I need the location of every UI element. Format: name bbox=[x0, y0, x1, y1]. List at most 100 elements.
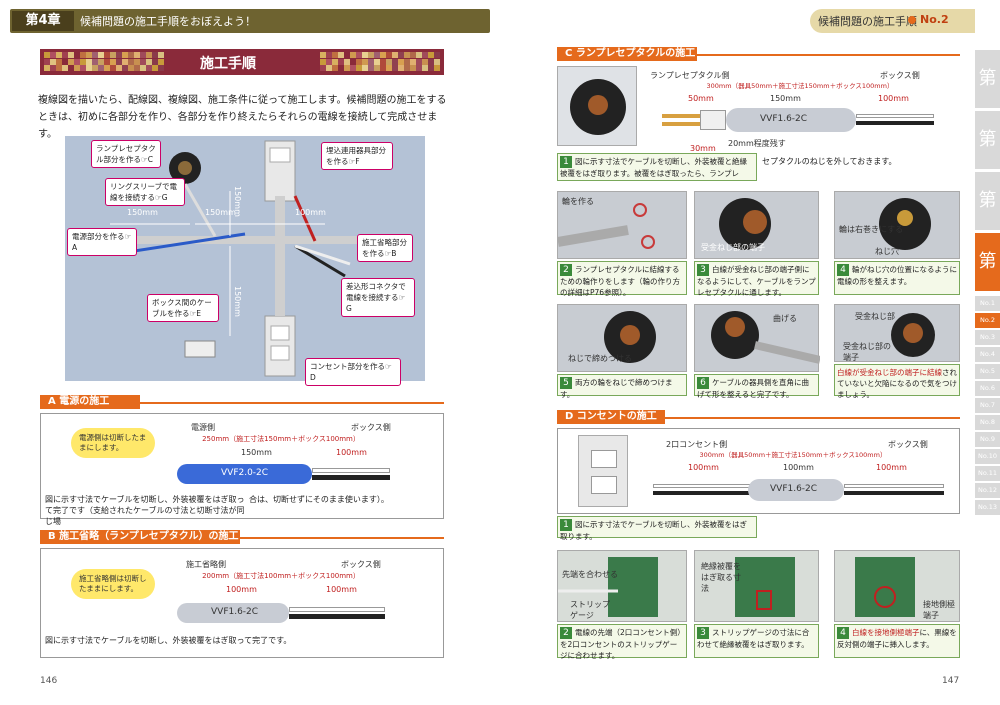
tab-no-7[interactable]: No.7 bbox=[975, 398, 1000, 413]
step3-label: 受金ねじ部の端子 bbox=[701, 243, 765, 252]
section-d-right-label: ボックス側 bbox=[888, 440, 928, 449]
section-b-rule bbox=[240, 537, 444, 539]
section-c-cable-sheath bbox=[726, 108, 856, 132]
page-number-right: 147 bbox=[942, 676, 960, 686]
section-d-cable-label: VVF1.6-2C bbox=[770, 484, 818, 494]
step4-label-2: ねじ穴 bbox=[875, 247, 899, 256]
section-d-step-4b-text: に、黒線を反対側の端子に挿入します。 bbox=[837, 628, 957, 649]
section-a-caption-1: 図に示す寸法でケーブルを切断し、外装被覆をはぎ取って完了です（支給されたケーブル… bbox=[45, 495, 245, 526]
step6-label: 曲げる bbox=[773, 314, 797, 323]
section-number: No.2 bbox=[920, 13, 949, 26]
section-a-wire-black bbox=[312, 475, 390, 480]
step7-label-2: 受金ねじ部の端子 bbox=[843, 342, 891, 362]
section-c-step-4-text: 輪がねじ穴の位置になるように電線の形を整えます。 bbox=[837, 265, 957, 286]
d-step-number-4: 4 bbox=[837, 627, 849, 639]
tab-no-6[interactable]: No.6 bbox=[975, 381, 1000, 396]
section-b-title: B 施工省略（ランプレセプタクル）の施工 bbox=[40, 530, 240, 544]
section-c-copper-2 bbox=[662, 122, 702, 126]
section-b-seg2: 100mm bbox=[326, 585, 357, 594]
tab-no-2[interactable]: No.2 bbox=[975, 313, 1000, 328]
bullet-icon bbox=[908, 16, 916, 24]
mosaic-decoration bbox=[44, 52, 164, 72]
section-a-cable-sheath bbox=[177, 464, 312, 484]
tab-chapter-2[interactable]: 第2章 bbox=[975, 111, 1000, 266]
section-header-bar bbox=[810, 9, 975, 33]
tab-no-13[interactable]: No.13 bbox=[975, 500, 1000, 515]
tab-chapter-4[interactable]: 第4章 bbox=[975, 233, 1000, 388]
section-d-seg2: 100mm bbox=[783, 463, 814, 472]
callout-ring-sleeve: リングスリーブで電線を接続する☞G bbox=[105, 178, 185, 206]
dim-150-mid: 150mm bbox=[205, 208, 236, 217]
section-d-left-label: 2口コンセント側 bbox=[666, 440, 728, 449]
tab-no-1[interactable]: No.1 bbox=[975, 296, 1000, 311]
step-number-6: 6 bbox=[697, 377, 709, 389]
d-step3-label: 絶縁被覆をはぎ取る寸法 bbox=[701, 562, 741, 593]
d-step-number-2: 2 bbox=[560, 627, 572, 639]
dim-150-vertical-top: 150mm bbox=[233, 186, 242, 217]
section-c-cable-label: VVF1.6-2C bbox=[760, 114, 808, 124]
section-a-right-label: ボックス側 bbox=[351, 423, 391, 432]
step4-photo: 輪は右巻きにする ねじ穴 bbox=[834, 191, 960, 259]
tab-no-3[interactable]: No.3 bbox=[975, 330, 1000, 345]
section-c-step-1-text: 図に示す寸法でケーブルを切断し、外装被覆と絶縁被覆をはぎ取ります。被覆をはぎ取っ… bbox=[560, 157, 748, 178]
step7-label-1: 受金ねじ部 bbox=[855, 312, 895, 321]
tab-no-4[interactable]: No.4 bbox=[975, 347, 1000, 362]
lampholder-photo bbox=[557, 66, 637, 146]
section-c-seg1: 50mm bbox=[688, 94, 714, 103]
section-a-box: 電源側は切断したままにします。 電源側 ボックス側 250mm（施工寸法150m… bbox=[40, 413, 444, 526]
step2-photo: 輪を作る bbox=[557, 191, 687, 259]
outlet-socket-upper bbox=[591, 450, 617, 468]
step-number-1: 1 bbox=[560, 156, 572, 168]
section-c-copper-1 bbox=[662, 114, 702, 118]
tab-no-8[interactable]: No.8 bbox=[975, 415, 1000, 430]
section-b-box: 施工省略側は切断したままにします。 施工省略側 ボックス側 200mm（施工寸法… bbox=[40, 548, 444, 658]
d-step-number-3: 3 bbox=[697, 627, 709, 639]
section-d-seg1: 100mm bbox=[688, 463, 719, 472]
section-c-step-7a-text: 白線が受金ねじ部の端子に結線 bbox=[837, 368, 942, 377]
section-d-wire-black-right bbox=[844, 491, 944, 495]
tab-no-11[interactable]: No.11 bbox=[975, 466, 1000, 481]
step2-label: 輪を作る bbox=[562, 197, 594, 206]
section-b-wire-white bbox=[289, 607, 385, 612]
callout-outlet: コンセント部分を作る☞D bbox=[305, 358, 401, 386]
section-a-seg1: 150mm bbox=[241, 448, 272, 457]
section-a-cable-label: VVF2.0-2C bbox=[221, 468, 269, 478]
section-c-title: C ランプレセプタクルの施工 bbox=[557, 47, 697, 61]
callout-lampholder: ランプレセプタクル部分を作る☞C bbox=[91, 140, 161, 168]
d-step-number-1: 1 bbox=[560, 519, 572, 531]
section-a-left-label: 電源側 bbox=[191, 423, 215, 432]
section-c-rule bbox=[697, 54, 960, 56]
callout-power: 電源部分を作る☞A bbox=[67, 228, 137, 256]
tab-no-12[interactable]: No.12 bbox=[975, 483, 1000, 498]
section-a-rule bbox=[140, 402, 444, 404]
step5-label: ねじで締めつける bbox=[568, 354, 632, 363]
section-d-wire-black-left bbox=[653, 491, 753, 495]
tab-chapter-1[interactable]: 第1章 bbox=[975, 50, 1000, 205]
section-c-step-6-text: ケーブルの器具側を直角に曲げて形を整えると完了です。 bbox=[697, 378, 810, 399]
dim-150-left: 150mm bbox=[127, 208, 158, 217]
step3-photo: 受金ねじ部の端子 bbox=[694, 191, 819, 259]
section-b-caption: 図に示す寸法でケーブルを切断し、外装被覆をはぎ取って完了です。 bbox=[45, 636, 292, 645]
tab-chapter-3[interactable]: 第3章 bbox=[975, 172, 1000, 327]
tab-no-5[interactable]: No.5 bbox=[975, 364, 1000, 379]
section-d-seg3: 100mm bbox=[876, 463, 907, 472]
tab-no-9[interactable]: No.9 bbox=[975, 432, 1000, 447]
section-d-rule bbox=[665, 417, 960, 419]
section-c-right-label: ボックス側 bbox=[880, 71, 920, 80]
section-d-wire-white-left bbox=[653, 484, 753, 488]
d-step4-label: 接地側極端子 bbox=[923, 600, 955, 620]
tab-no-10[interactable]: No.10 bbox=[975, 449, 1000, 464]
section-c-step-1b: セプタクルのねじを外しておきます。 bbox=[762, 157, 897, 166]
section-d-step-4a-text: 白線を接地側極端子 bbox=[852, 628, 920, 637]
section-c-wire-white bbox=[856, 114, 934, 118]
section-b-left-label: 施工省略側 bbox=[186, 560, 226, 569]
step-number-5: 5 bbox=[560, 377, 572, 389]
step-number-4: 4 bbox=[837, 264, 849, 276]
